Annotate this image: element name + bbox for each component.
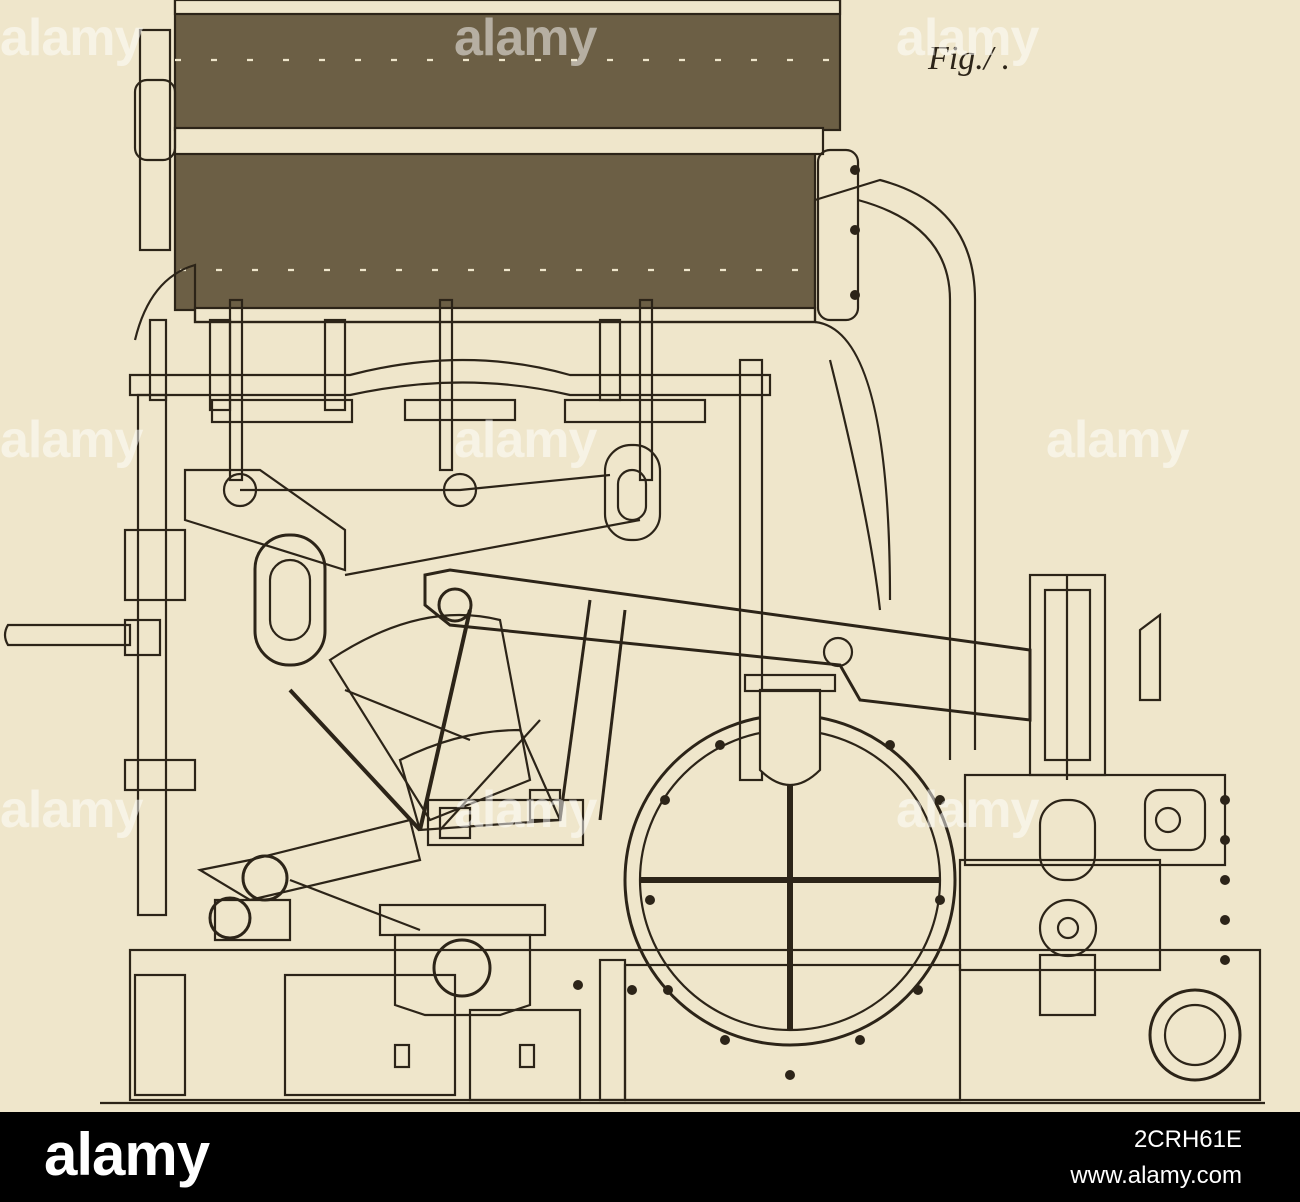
- watermark-text: alamy: [454, 781, 597, 839]
- watermark-text: alamy: [896, 9, 1039, 67]
- image-id: 2CRH61E: [1133, 1126, 1242, 1153]
- tube-bundle: [133, 0, 860, 324]
- footer-bar: alamy 2CRH61E www.alamy.com: [0, 1112, 1300, 1202]
- casing: [133, 178, 977, 750]
- walking-beam: [423, 568, 1032, 722]
- figure-caption: Fig./ .: [928, 40, 1011, 77]
- watermark-text: alamy: [896, 781, 1039, 839]
- pump: [958, 573, 1242, 1082]
- watermark-text: alamy: [0, 9, 143, 67]
- watermark-text: alamy: [0, 781, 143, 839]
- footer-url: www.alamy.com: [1070, 1162, 1242, 1189]
- engine-illustration: [3, 0, 1265, 1105]
- footer-logo: alamy: [44, 1121, 210, 1188]
- watermark-text: alamy: [454, 9, 597, 67]
- watermark-text: alamy: [0, 411, 143, 469]
- watermark-text: alamy: [454, 411, 597, 469]
- sector-wheel: [288, 599, 627, 847]
- engraving-plate: Fig./ . alamy alamy alamy alamy alamy al…: [0, 0, 1300, 1112]
- cylinder: [623, 673, 957, 1047]
- watermark-text: alamy: [1046, 411, 1189, 469]
